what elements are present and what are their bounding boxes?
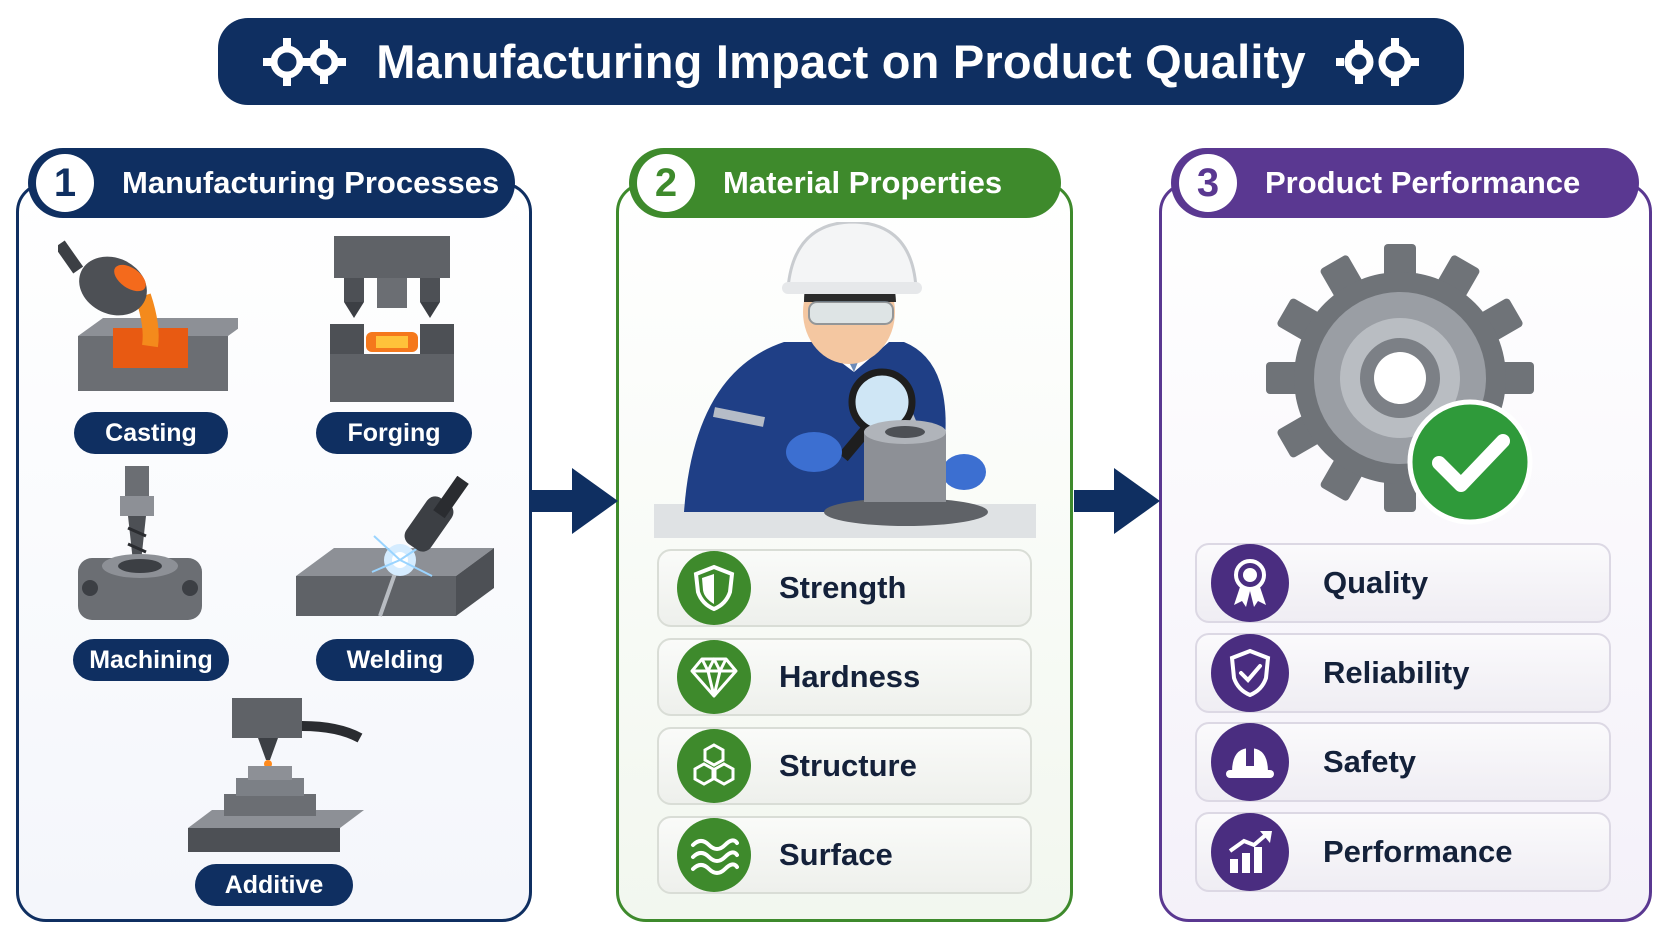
- welding-illustration: [296, 476, 494, 617]
- panel-heading: Product Performance: [1265, 165, 1581, 200]
- machining-illustration: [78, 466, 202, 620]
- award-ribbon-icon: [1211, 544, 1289, 622]
- step-number: 2: [637, 154, 695, 212]
- gears-icon: [263, 37, 347, 86]
- performance-reliability: Reliability: [1195, 633, 1611, 713]
- process-label-forging: Forging: [316, 412, 472, 454]
- step-number: 1: [36, 154, 94, 212]
- property-hardness: Hardness: [657, 638, 1032, 716]
- performance-label: Safety: [1323, 744, 1417, 779]
- arrow-right-icon: [1074, 468, 1160, 534]
- panel-heading: Manufacturing Processes: [122, 165, 500, 200]
- property-surface: Surface: [657, 816, 1032, 894]
- performance-label: Performance: [1323, 834, 1513, 869]
- property-label: Structure: [779, 748, 917, 783]
- property-label: Surface: [779, 837, 893, 872]
- panel-heading: Material Properties: [723, 165, 1003, 200]
- arrow-right-icon: [532, 468, 618, 534]
- process-label-additive: Additive: [195, 864, 353, 906]
- property-strength: Strength: [657, 549, 1032, 627]
- additive-illustration: [188, 698, 364, 852]
- property-label: Strength: [779, 570, 907, 605]
- growth-chart-icon: [1211, 813, 1289, 891]
- forging-illustration: [330, 236, 454, 402]
- hard-hat-icon: [1211, 723, 1289, 801]
- diamond-icon: [677, 640, 751, 714]
- casting-illustration: [58, 240, 238, 391]
- engineer-inspecting-illustration: [654, 222, 1036, 538]
- title-banner: Manufacturing Impact on Product Quality: [218, 18, 1464, 105]
- process-label-welding: Welding: [316, 639, 474, 681]
- performance-quality: Quality: [1195, 543, 1611, 623]
- hexagon-cluster-icon: [677, 729, 751, 803]
- performance-safety: Safety: [1195, 722, 1611, 802]
- waves-icon: [677, 818, 751, 892]
- checkmark-icon: [1407, 399, 1533, 525]
- step-number: 3: [1179, 154, 1237, 212]
- performance-label: Quality: [1323, 565, 1429, 600]
- performance-performance: Performance: [1195, 812, 1611, 892]
- performance-label: Reliability: [1323, 655, 1470, 690]
- property-structure: Structure: [657, 727, 1032, 805]
- performance-header: 3 Product Performance: [1171, 148, 1639, 218]
- properties-header: 2 Material Properties: [629, 148, 1061, 218]
- shield-icon: [677, 551, 751, 625]
- shield-check-icon: [1211, 634, 1289, 712]
- process-label-machining: Machining: [73, 639, 229, 681]
- page-title: Manufacturing Impact on Product Quality: [376, 35, 1306, 88]
- processes-header: 1 Manufacturing Processes: [28, 148, 515, 218]
- process-label-casting: Casting: [74, 412, 228, 454]
- property-label: Hardness: [779, 659, 921, 694]
- gears-icon: [1335, 37, 1419, 86]
